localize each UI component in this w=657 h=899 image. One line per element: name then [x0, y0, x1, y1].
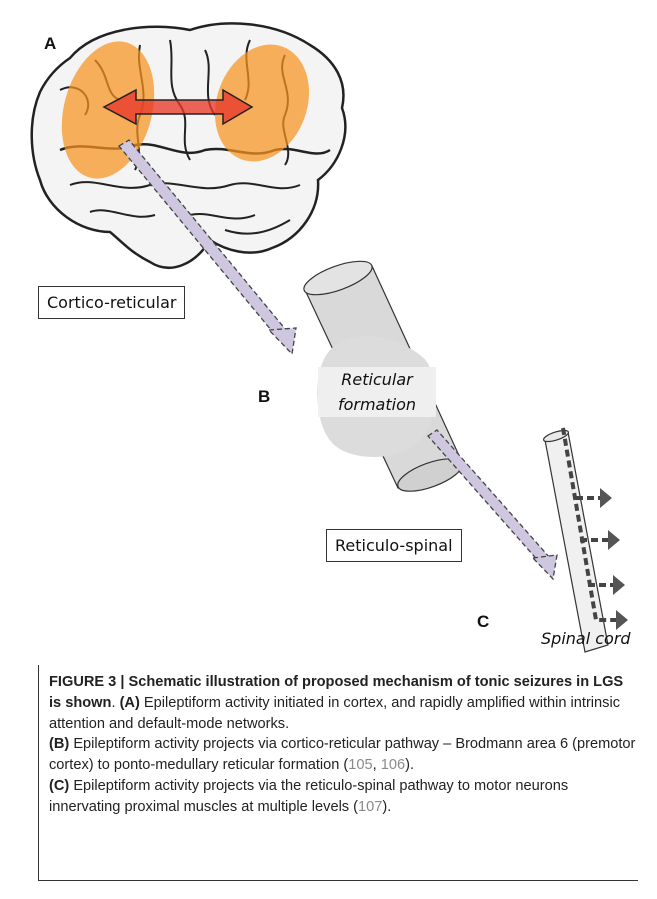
caption-c-text: Epileptiform activity projects via the r…	[49, 778, 568, 815]
panel-label-a: A	[44, 34, 56, 54]
figure-panel: A B C Cortico-reticular Reticulo-spinal …	[0, 0, 657, 660]
reference-105-link[interactable]: 105	[348, 757, 372, 773]
reference-107-link[interactable]: 107	[358, 799, 382, 815]
caption-comma: ,	[373, 757, 381, 773]
cortico-reticular-label: Cortico-reticular	[38, 286, 185, 319]
caption-c-end: ).	[382, 799, 391, 815]
figure-caption: FIGURE 3 | Schematic illustration of pro…	[38, 665, 638, 881]
caption-c-label: (C)	[49, 778, 69, 794]
caption-b-end: ).	[405, 757, 414, 773]
reticular-label-line1: Reticular	[318, 367, 436, 392]
reference-106-link[interactable]: 106	[381, 757, 405, 773]
caption-a-label: (A)	[120, 695, 140, 711]
caption-b-text: Epileptiform activity projects via corti…	[49, 736, 635, 773]
spinal-cord-label: Spinal cord	[541, 626, 641, 651]
reticular-label-line2: formation	[318, 392, 436, 417]
reticulo-spinal-label: Reticulo-spinal	[326, 529, 462, 562]
panel-label-c: C	[477, 612, 489, 632]
caption-b-label: (B)	[49, 736, 69, 752]
spinal-cord	[542, 428, 628, 652]
panel-label-b: B	[258, 387, 270, 407]
reticular-formation-label: Reticular formation	[318, 367, 436, 417]
caption-title-period: .	[111, 695, 115, 711]
